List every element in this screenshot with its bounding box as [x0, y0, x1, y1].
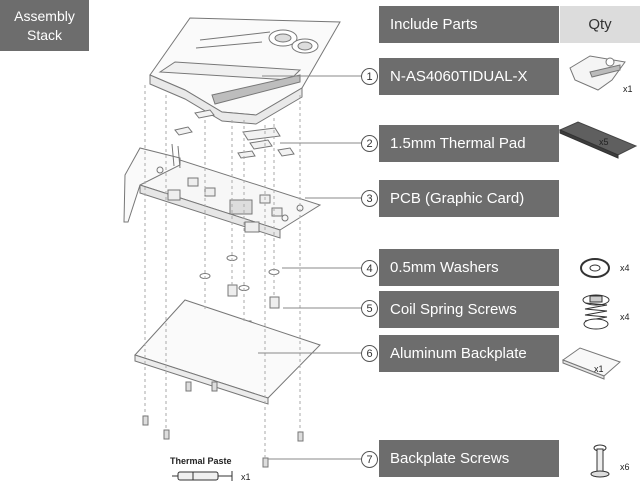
part-name-7: Backplate Screws	[379, 440, 559, 477]
part-name-1: N-AS4060TIDUAL-X	[379, 58, 559, 95]
pcb-drawing	[123, 143, 322, 239]
part-name-3: PCB (Graphic Card)	[379, 180, 559, 217]
qty-header: Qty	[560, 6, 640, 43]
part-number-7: 7	[361, 451, 378, 468]
backplate-thumbnail	[561, 347, 621, 380]
part-qty-4: x4	[620, 263, 630, 273]
alignment-lines	[144, 85, 301, 458]
leader-lines	[258, 75, 361, 460]
part-qty-5: x4	[620, 312, 630, 322]
backplate-screws-drawing	[142, 381, 304, 468]
part-qty-2: x5	[599, 137, 609, 147]
backplate-screw-thumbnail	[590, 444, 610, 478]
part-name-4: 0.5mm Washers	[379, 249, 559, 286]
include-parts-header: Include Parts	[379, 6, 559, 43]
part-number-1: 1	[361, 68, 378, 85]
thermal-paste-qty: x1	[241, 472, 251, 482]
part-qty-7: x6	[620, 462, 630, 472]
washers-drawing	[199, 255, 280, 291]
part-number-5: 5	[361, 300, 378, 317]
washer-thumbnail	[580, 258, 610, 278]
spring-screw-thumbnail	[582, 294, 610, 330]
assembly-stack-label: Assembly Stack	[0, 0, 89, 51]
water-block-drawing	[149, 17, 341, 125]
thermal-paste-syringe-icon	[172, 471, 233, 481]
part-name-5: Coil Spring Screws	[379, 291, 559, 328]
part-qty-6: x1	[594, 364, 604, 374]
part-name-6: Aluminum Backplate	[379, 335, 559, 372]
part-name-2: 1.5mm Thermal Pad	[379, 125, 559, 162]
part-number-3: 3	[361, 190, 378, 207]
thermal-pads-drawing	[174, 109, 295, 159]
part-number-4: 4	[361, 260, 378, 277]
thermal-pad-thumbnail	[558, 121, 638, 159]
thermal-paste-label: Thermal Paste	[170, 456, 232, 466]
assembly-stack-label-line-2: Stack	[26, 26, 62, 43]
assembly-stack-label-line-1: Assembly	[14, 7, 75, 24]
waterblock-thumbnail	[569, 55, 626, 91]
backplate-drawing	[134, 299, 321, 405]
part-number-2: 2	[361, 135, 378, 152]
part-qty-1: x1	[623, 84, 633, 94]
part-number-6: 6	[361, 345, 378, 362]
